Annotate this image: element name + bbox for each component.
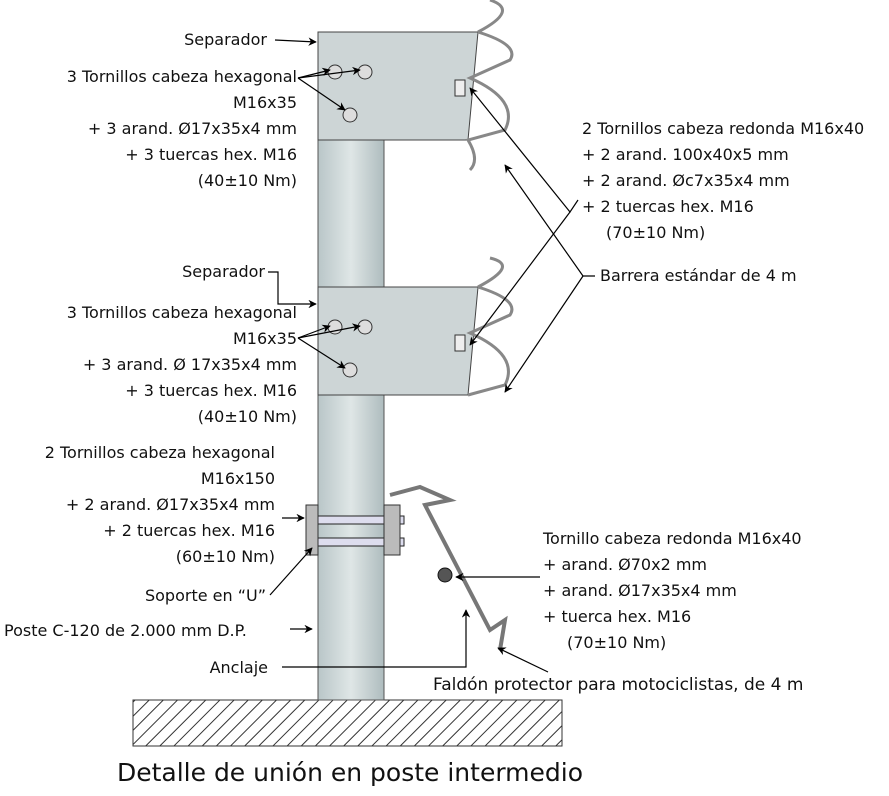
mid-barrier xyxy=(317,256,514,397)
leader-lines xyxy=(268,37,595,673)
label-separador-mid: Separador xyxy=(182,262,265,281)
label-bolts-u: 2 Tornillos cabeza hexagonal M16x150 + 2… xyxy=(45,440,275,570)
line: + 3 tuercas hex. M16 xyxy=(125,381,297,400)
label-faldon: Faldón protector para motociclistas, de … xyxy=(433,675,804,695)
line: + arand. Ø70x2 mm xyxy=(543,555,708,574)
label-bolts-top: 3 Tornillos cabeza hexagonal M16x35 + 3 … xyxy=(67,64,297,194)
line: M16x35 xyxy=(233,329,297,348)
line: + 2 arand. Ø17x35x4 mm xyxy=(65,495,275,514)
label-soporte-u: Soporte en “U” xyxy=(144,586,266,605)
line: + 3 arand. Ø17x35x4 mm xyxy=(87,119,297,138)
line: + 2 arand. 100x40x5 mm xyxy=(582,145,789,164)
line: + tuerca hex. M16 xyxy=(543,607,692,626)
line: (40±10 Nm) xyxy=(197,171,297,190)
motorcyclist-skirt xyxy=(389,484,508,651)
line: Tornillo cabeza redonda M16x40 xyxy=(543,529,802,548)
line: 3 Tornillos cabeza hexagonal xyxy=(66,303,297,322)
label-round-bolts: 2 Tornillos cabeza redonda M16x40 + 2 ar… xyxy=(582,116,864,246)
line: + 3 arand. Ø 17x35x4 mm xyxy=(82,355,297,374)
line: + 2 arand. Øc7x35x4 mm xyxy=(582,171,790,190)
label-anclaje: Anclaje xyxy=(209,658,268,677)
label-round-bolt-single: Tornillo cabeza redonda M16x40 + arand. … xyxy=(543,526,802,656)
line: M16x150 xyxy=(200,469,275,488)
line: + 2 tuercas hex. M16 xyxy=(582,197,754,216)
line: M16x35 xyxy=(233,93,297,112)
line: 3 Tornillos cabeza hexagonal xyxy=(66,67,297,86)
label-poste: Poste C-120 de 2.000 mm D.P. xyxy=(4,621,247,640)
line: + arand. Ø17x35x4 mm xyxy=(543,581,737,600)
line: (70±10 Nm) xyxy=(606,223,706,242)
line: 2 Tornillos cabeza hexagonal xyxy=(44,443,275,462)
line: (40±10 Nm) xyxy=(197,407,297,426)
label-bolts-mid: 3 Tornillos cabeza hexagonal M16x35 + 3 … xyxy=(67,300,297,430)
u-support xyxy=(305,504,405,556)
top-barrier xyxy=(317,0,514,172)
line: (60±10 Nm) xyxy=(175,547,275,566)
line: + 3 tuercas hex. M16 xyxy=(125,145,297,164)
line: 2 Tornillos cabeza redonda M16x40 xyxy=(582,119,865,138)
line: + 2 tuercas hex. M16 xyxy=(103,521,275,540)
label-barrera: Barrera estándar de 4 m xyxy=(600,266,797,285)
line: (70±10 Nm) xyxy=(567,633,667,652)
label-separador-top: Separador xyxy=(184,30,267,49)
diagram-title: Detalle de unión en poste intermedio xyxy=(116,758,584,787)
ground xyxy=(132,699,563,747)
